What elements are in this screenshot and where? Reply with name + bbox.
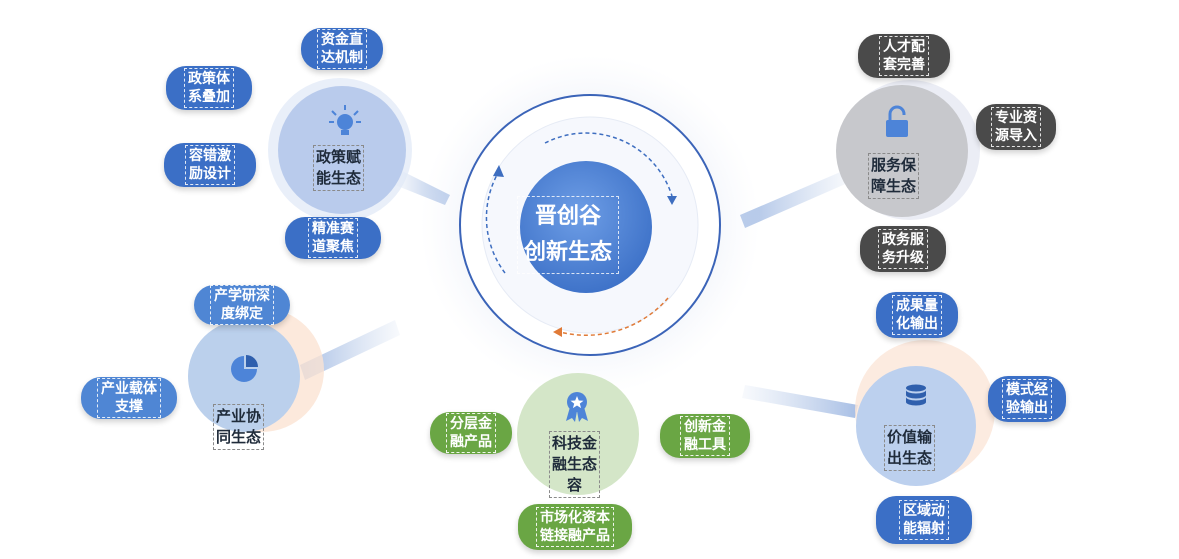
pill-policy-fund[interactable]: 资金直 达机制	[301, 28, 383, 70]
pill-policy-stack-text: 政策体 系叠加	[184, 68, 234, 108]
pill-industry-carrier-text: 产业载体 支撑	[97, 378, 161, 418]
pill-value-result-text: 成果量 化输出	[892, 295, 942, 335]
arrowhead-left	[493, 165, 504, 177]
pill-value-model[interactable]: 模式经 验输出	[988, 376, 1066, 422]
finance-node-label: 科技金 融生态 容	[549, 431, 601, 498]
arrowhead-bottom	[553, 327, 562, 337]
pill-finance-tools[interactable]: 创新金 融工具	[660, 414, 750, 458]
beam-industry	[300, 320, 400, 380]
value-node-label: 价值输 出生态	[884, 425, 936, 471]
pill-finance-market[interactable]: 市场化资本 链接融产品	[518, 504, 632, 550]
beam-value	[742, 385, 858, 418]
arc-arrow-bottom	[559, 297, 669, 337]
lightbulb-icon	[329, 105, 361, 135]
pill-service-talent[interactable]: 人才配 套完善	[858, 34, 950, 78]
pill-industry-carrier[interactable]: 产业载体 支撑	[81, 377, 177, 419]
policy-node-label: 政策赋 能生态	[313, 145, 365, 191]
pill-policy-fund-text: 资金直 达机制	[317, 29, 367, 69]
pill-value-result[interactable]: 成果量 化输出	[876, 292, 958, 338]
pill-service-gov-text: 政务服 务升级	[878, 229, 928, 269]
pill-policy-tolerance[interactable]: 容错激 励设计	[164, 143, 256, 187]
pill-service-resource-text: 专业资 源导入	[991, 107, 1041, 147]
pie-chart-icon	[231, 355, 258, 382]
award-ribbon-icon	[566, 392, 588, 422]
lock-icon	[886, 105, 908, 137]
pill-service-gov[interactable]: 政务服 务升级	[860, 226, 946, 272]
pill-service-talent-text: 人才配 套完善	[879, 36, 929, 76]
pill-service-resource[interactable]: 专业资 源导入	[976, 104, 1056, 150]
pill-value-region[interactable]: 区域动 能辐射	[876, 496, 972, 544]
arc-arrow-top	[544, 132, 673, 197]
pill-finance-market-text: 市场化资本 链接融产品	[536, 507, 614, 547]
policy-node[interactable]	[278, 86, 406, 214]
pill-value-region-text: 区域动 能辐射	[899, 500, 949, 540]
pill-finance-layered[interactable]: 分层金 融产品	[430, 412, 512, 454]
pill-value-model-text: 模式经 验输出	[1002, 379, 1052, 419]
pill-finance-tools-text: 创新金 融工具	[680, 416, 730, 456]
pill-policy-track-text: 精准赛 道聚焦	[308, 218, 358, 258]
pill-finance-layered-text: 分层金 融产品	[446, 413, 496, 453]
pill-industry-research-text: 产学研深 度绑定	[210, 285, 274, 325]
service-node-label: 服务保 障生态	[868, 153, 920, 199]
service-node[interactable]	[836, 85, 968, 217]
database-icon	[906, 384, 926, 406]
arrowhead-top	[667, 196, 677, 205]
pill-policy-stack[interactable]: 政策体 系叠加	[166, 66, 252, 110]
center-label: 晋创谷 创新生态	[517, 196, 620, 274]
pill-policy-track[interactable]: 精准赛 道聚焦	[285, 217, 381, 259]
beam-service	[740, 170, 850, 228]
industry-node-label: 产业协 同生态	[213, 404, 265, 450]
pill-industry-research[interactable]: 产学研深 度绑定	[194, 285, 290, 325]
pill-policy-tolerance-text: 容错激 励设计	[185, 145, 235, 185]
arc-arrow-left	[485, 172, 506, 274]
